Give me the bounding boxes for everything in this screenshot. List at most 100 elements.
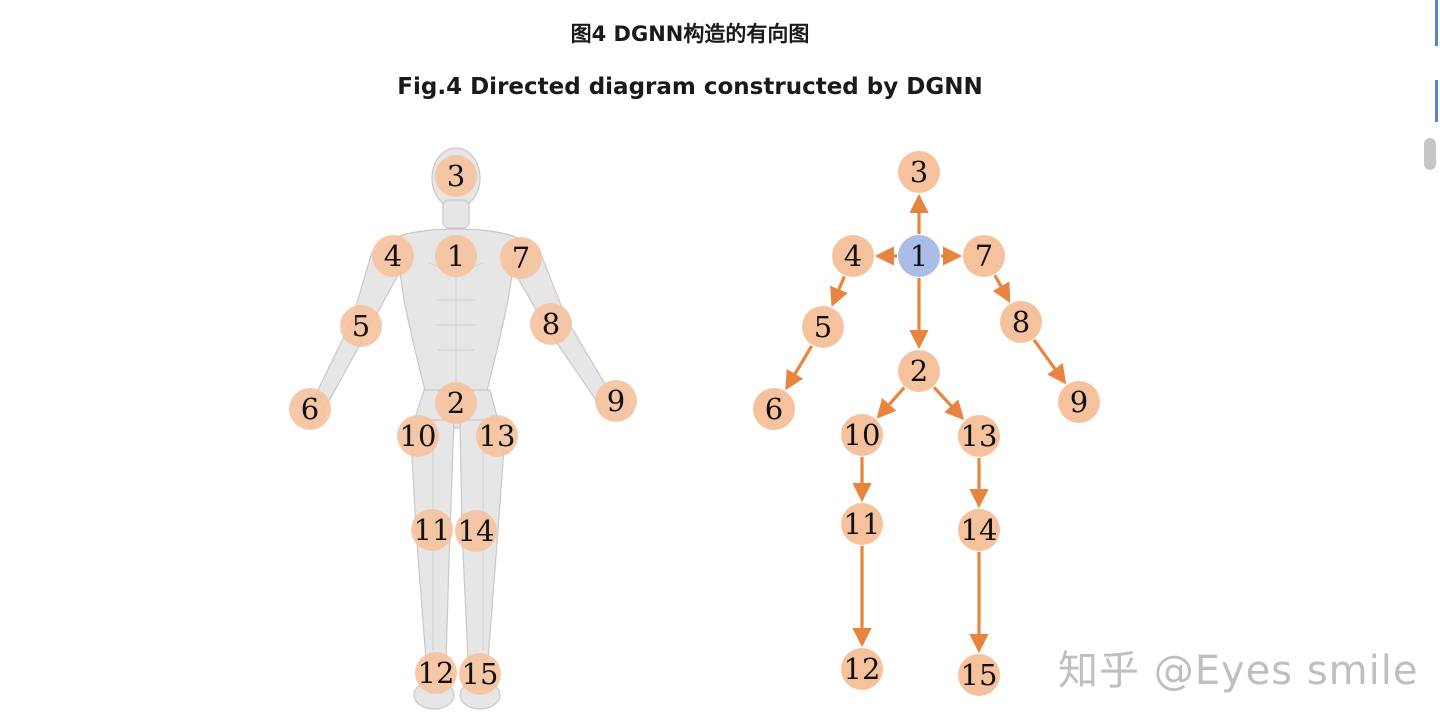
body-joint-2: 2: [435, 382, 477, 424]
body-joint-9: 9: [595, 380, 637, 422]
graph-node-9: 9: [1058, 381, 1100, 423]
node-label: 9: [1070, 385, 1088, 419]
body-joint-14: 14: [455, 510, 497, 552]
node-circle: [802, 306, 844, 348]
joint-circle: [435, 382, 477, 424]
joint-label: 2: [447, 386, 465, 420]
joint-circle: [397, 415, 439, 457]
joint-circle: [459, 653, 501, 695]
graph-node-5: 5: [802, 306, 844, 348]
body-joint-5: 5: [340, 305, 382, 347]
graph-node-7: 7: [963, 235, 1005, 277]
joint-label: 3: [447, 159, 465, 193]
node-circle: [958, 415, 1000, 457]
joint-circle: [340, 305, 382, 347]
node-label: 7: [975, 239, 993, 273]
node-label: 10: [844, 418, 881, 452]
body-joint-13: 13: [476, 415, 518, 457]
edge-2-to-10: [876, 386, 906, 419]
figure-caption-english: Fig.4 Directed diagram constructed by DG…: [397, 74, 983, 100]
edge-8-to-9: [1032, 338, 1067, 385]
body-joint-8: 8: [530, 303, 572, 345]
node-circle: [1058, 381, 1100, 423]
node-label: 13: [961, 419, 998, 453]
joint-label: 13: [479, 419, 516, 453]
body-joint-12: 12: [415, 652, 457, 694]
edge-2-to-13: [932, 386, 965, 420]
joint-circle: [530, 303, 572, 345]
joint-label: 9: [607, 384, 625, 418]
node-label: 6: [765, 392, 783, 426]
node-label: 14: [961, 513, 998, 547]
joint-label: 12: [418, 656, 455, 690]
node-circle: [753, 388, 795, 430]
graph-node-14: 14: [958, 509, 1000, 551]
node-label: 2: [910, 354, 928, 388]
body-joint-10: 10: [397, 415, 439, 457]
graph-node-6: 6: [753, 388, 795, 430]
joint-label: 15: [462, 657, 499, 691]
joint-circle: [435, 155, 477, 197]
body-joint-15: 15: [459, 653, 501, 695]
joint-circle: [455, 510, 497, 552]
figure-caption-chinese: 图4 DGNN构造的有向图: [570, 22, 810, 46]
scroll-position-marker: [1435, 0, 1438, 46]
node-circle: [832, 235, 874, 277]
joint-circle: [595, 380, 637, 422]
scrollbar-thumb-icon[interactable]: [1424, 138, 1436, 170]
joint-circle: [411, 509, 453, 551]
node-label: 1: [910, 239, 928, 273]
graph-node-10: 10: [841, 414, 883, 456]
joint-circle: [500, 237, 542, 279]
joint-circle: [435, 235, 477, 277]
joint-label: 6: [301, 392, 319, 426]
body-joint-6: 6: [289, 388, 331, 430]
graph-node-13: 13: [958, 415, 1000, 457]
edge-4-to-5: [830, 275, 848, 307]
graph-node-4: 4: [832, 235, 874, 277]
joint-circle: [476, 415, 518, 457]
joint-label: 4: [384, 239, 402, 273]
node-label: 4: [844, 239, 862, 273]
joint-label: 7: [512, 241, 530, 275]
graph-node-15: 15: [958, 654, 1000, 696]
node-circle: [898, 235, 940, 277]
joint-label: 14: [458, 514, 495, 548]
joint-circle: [289, 388, 331, 430]
human-body-illustration: [299, 147, 629, 710]
node-label: 5: [814, 310, 832, 344]
body-joint-1: 1: [435, 235, 477, 277]
body-joint-3: 3: [435, 155, 477, 197]
node-circle: [1000, 301, 1042, 343]
graph-node-11: 11: [841, 503, 883, 545]
node-label: 12: [844, 652, 881, 686]
node-label: 8: [1012, 305, 1030, 339]
joint-label: 8: [542, 307, 560, 341]
node-circle: [841, 414, 883, 456]
node-circle: [898, 151, 940, 193]
node-circle: [898, 350, 940, 392]
body-joint-11: 11: [411, 509, 453, 551]
graph-node-3: 3: [898, 151, 940, 193]
node-circle: [963, 235, 1005, 277]
graph-node-2: 2: [898, 350, 940, 392]
body-joint-4: 4: [372, 235, 414, 277]
joint-label: 10: [400, 419, 437, 453]
joint-label: 1: [447, 239, 465, 273]
scroll-position-marker: [1435, 80, 1438, 122]
joint-circle: [415, 652, 457, 694]
joint-circle: [372, 235, 414, 277]
node-circle: [958, 654, 1000, 696]
node-circle: [958, 509, 1000, 551]
graph-node-1: 1: [898, 235, 940, 277]
joint-label: 11: [414, 513, 451, 547]
node-label: 15: [961, 658, 998, 692]
graph-edges: [785, 193, 1067, 654]
zhihu-watermark: 知乎 @Eyes smile: [1058, 648, 1419, 694]
node-label: 3: [910, 155, 928, 189]
graph-node-12: 12: [841, 648, 883, 690]
node-circle: [841, 503, 883, 545]
edge-7-to-8: [992, 274, 1011, 303]
